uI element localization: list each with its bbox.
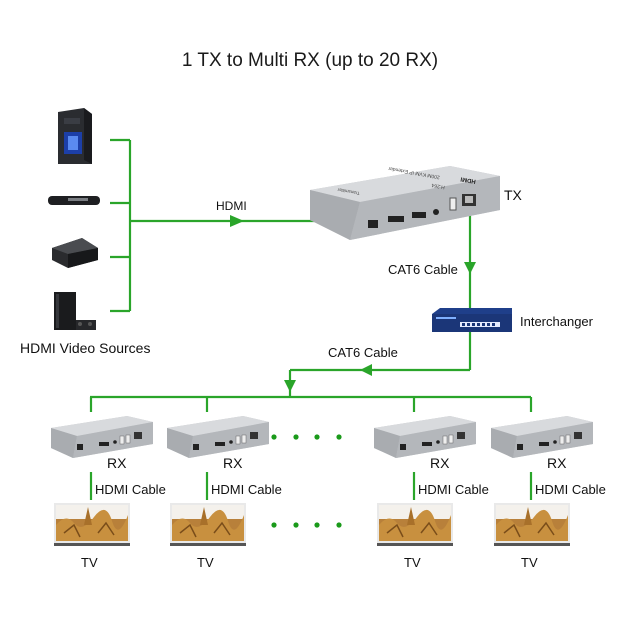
tx-brand-text: HDMI bbox=[460, 175, 476, 184]
rx-label: RX bbox=[223, 455, 243, 471]
cat6-bottom-label: CAT6 Cable bbox=[328, 345, 398, 360]
game-console-icon bbox=[54, 292, 96, 330]
switch-label: Interchanger bbox=[520, 314, 593, 329]
tv-label: TV bbox=[197, 555, 214, 570]
rx-label: RX bbox=[430, 455, 450, 471]
ellipsis-dot bbox=[293, 522, 299, 528]
transmitter-device: HDMI H.264 200M KVM IP Extender Transmit… bbox=[310, 165, 500, 240]
tv-label: TV bbox=[81, 555, 98, 570]
tx-type-text: Transmitter bbox=[337, 187, 361, 196]
hdmi-arrow-icon bbox=[230, 215, 244, 227]
set-top-box-icon bbox=[52, 238, 98, 268]
cat6-top-label: CAT6 Cable bbox=[388, 262, 458, 277]
receiver-device bbox=[167, 416, 269, 458]
hdmi-cable-label: HDMI Cable bbox=[535, 482, 606, 497]
ellipsis-dot bbox=[271, 522, 277, 528]
tx-model-text: H.264 bbox=[431, 182, 445, 190]
tx-label: TX bbox=[504, 187, 522, 203]
ellipsis-dot bbox=[314, 522, 320, 528]
ellipsis-dot bbox=[336, 522, 342, 528]
hdmi-cable-label: HDMI Cable bbox=[418, 482, 489, 497]
sources-label: HDMI Video Sources bbox=[20, 340, 151, 356]
tv-icon bbox=[54, 503, 130, 546]
cat6-down-arrow-icon bbox=[464, 262, 476, 274]
tv-label: TV bbox=[404, 555, 421, 570]
hdmi-cable-label: HDMI Cable bbox=[211, 482, 282, 497]
ellipsis-dot bbox=[271, 434, 277, 440]
tv-icon bbox=[170, 503, 246, 546]
network-switch-icon bbox=[432, 308, 512, 332]
diagram-title: 1 TX to Multi RX (up to 20 RX) bbox=[181, 50, 439, 71]
cat6-left-arrow-icon bbox=[360, 364, 372, 376]
ellipsis-dot bbox=[314, 434, 320, 440]
receiver-device bbox=[51, 416, 153, 458]
receiver-device bbox=[374, 416, 476, 458]
tv-icon bbox=[377, 503, 453, 546]
tv-icon bbox=[494, 503, 570, 546]
bus-down-arrow-icon bbox=[284, 380, 296, 392]
rx-label: RX bbox=[107, 455, 127, 471]
receiver-device bbox=[491, 416, 593, 458]
ellipsis-dot bbox=[293, 434, 299, 440]
pc-tower-icon bbox=[58, 108, 92, 164]
rx-label: RX bbox=[547, 455, 567, 471]
hdmi-cable-label: HDMI Cable bbox=[95, 482, 166, 497]
hdmi-label: HDMI bbox=[216, 199, 247, 213]
ellipsis-dot bbox=[336, 434, 342, 440]
tv-label: TV bbox=[521, 555, 538, 570]
dvd-player-icon bbox=[48, 196, 100, 205]
